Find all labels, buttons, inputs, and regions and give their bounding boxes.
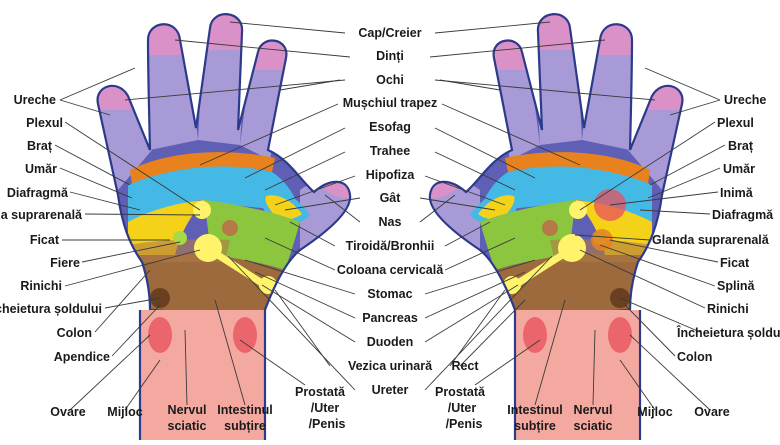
label-coloana-cervicala: Coloana cervicală [337,263,444,277]
bl-label-prostata: Prostată [295,385,346,399]
label-trahee: Trahee [370,144,410,158]
br-label-uter: /Uter [448,401,477,415]
label-esofag: Esofag [369,120,411,134]
left-label-umar: Umăr [25,162,57,176]
right-label-rinichi: Rinichi [707,302,749,316]
br-label-sciatic: sciatic [574,419,613,433]
br-label-subtire: subțire [514,419,556,433]
right-label-incheietura-soldului: Încheietura șoldului [676,325,780,340]
left-label-diafragma: Diafragmă [7,186,69,200]
br-label-prostata: Prostată [435,385,486,399]
left-label-fiere: Fiere [50,256,80,270]
bl-label-intestinul: Intestinul [217,403,273,417]
label-ochi: Ochi [376,73,404,87]
label-gat: Gât [380,191,402,205]
right-label-splina: Splină [717,279,756,293]
left-hand [96,13,352,440]
br-label-ovare: Ovare [694,405,729,419]
right-label-plexul: Plexul [717,116,754,130]
bl-label-mijloc: Mijloc [107,405,142,419]
right-label-diafragma: Diafragmă [712,208,774,222]
bl-label-sciatic: sciatic [168,419,207,433]
br-label-penis: /Penis [446,417,483,431]
bottom-right-labels: Prostată /Uter /Penis Intestinul subțire… [435,385,730,433]
left-label-ureche: Ureche [14,93,56,107]
right-label-ficat: Ficat [720,256,750,270]
left-labels: Ureche Plexul Braț Umăr Diafragmă Glanda… [0,93,110,364]
label-ureter: Ureter [372,383,409,397]
bl-label-penis: /Penis [309,417,346,431]
right-label-glanda-suprarenala: Glanda suprarenală [652,233,770,247]
left-label-glanda-suprarenala: Glanda suprarenală [0,208,83,222]
right-label-ureche: Ureche [724,93,766,107]
br-label-nervul: Nervul [574,403,613,417]
br-label-mijloc: Mijloc [637,405,672,419]
right-labels: Ureche Plexul Braț Umăr Inimă Diafragmă … [652,93,780,364]
right-label-brat: Braț [728,139,754,153]
left-label-colon: Colon [57,326,92,340]
label-stomac: Stomac [367,287,412,301]
label-dinti: Dinți [376,49,404,63]
bottom-left-labels: Ovare Mijloc Nervul sciatic Intestinul s… [50,385,346,433]
center-labels: Cap/Creier Dinți Ochi Mușchiul trapez Es… [337,26,480,397]
label-hipofiza: Hipofiza [366,168,416,182]
bl-label-ovare: Ovare [50,405,85,419]
label-muschiul-trapez: Mușchiul trapez [343,96,437,110]
right-hand [428,13,684,440]
right-label-umar: Umăr [723,162,755,176]
bl-label-uter: /Uter [311,401,340,415]
left-label-apendice: Apendice [54,350,110,364]
right-label-colon: Colon [677,350,712,364]
right-label-inima: Inimă [720,186,754,200]
left-label-plexul: Plexul [26,116,63,130]
br-label-intestinul: Intestinul [507,403,563,417]
label-duoden: Duoden [367,335,414,349]
label-tiroida-bronhii: Tiroidă/Bronhii [346,239,435,253]
left-label-incheietura-soldului: Încheietura șoldului [0,301,102,316]
left-label-rinichi: Rinichi [20,279,62,293]
left-label-ficat: Ficat [30,233,60,247]
label-cap-creier: Cap/Creier [358,26,421,40]
bl-label-nervul: Nervul [168,403,207,417]
label-rect: Rect [451,359,479,373]
label-vezica-urinara: Vezica urinară [348,359,433,373]
leader-lines [54,21,726,411]
label-pancreas: Pancreas [362,311,418,325]
label-nas: Nas [379,215,402,229]
left-label-brat: Braț [27,139,53,153]
bl-label-subtire: subțire [224,419,266,433]
